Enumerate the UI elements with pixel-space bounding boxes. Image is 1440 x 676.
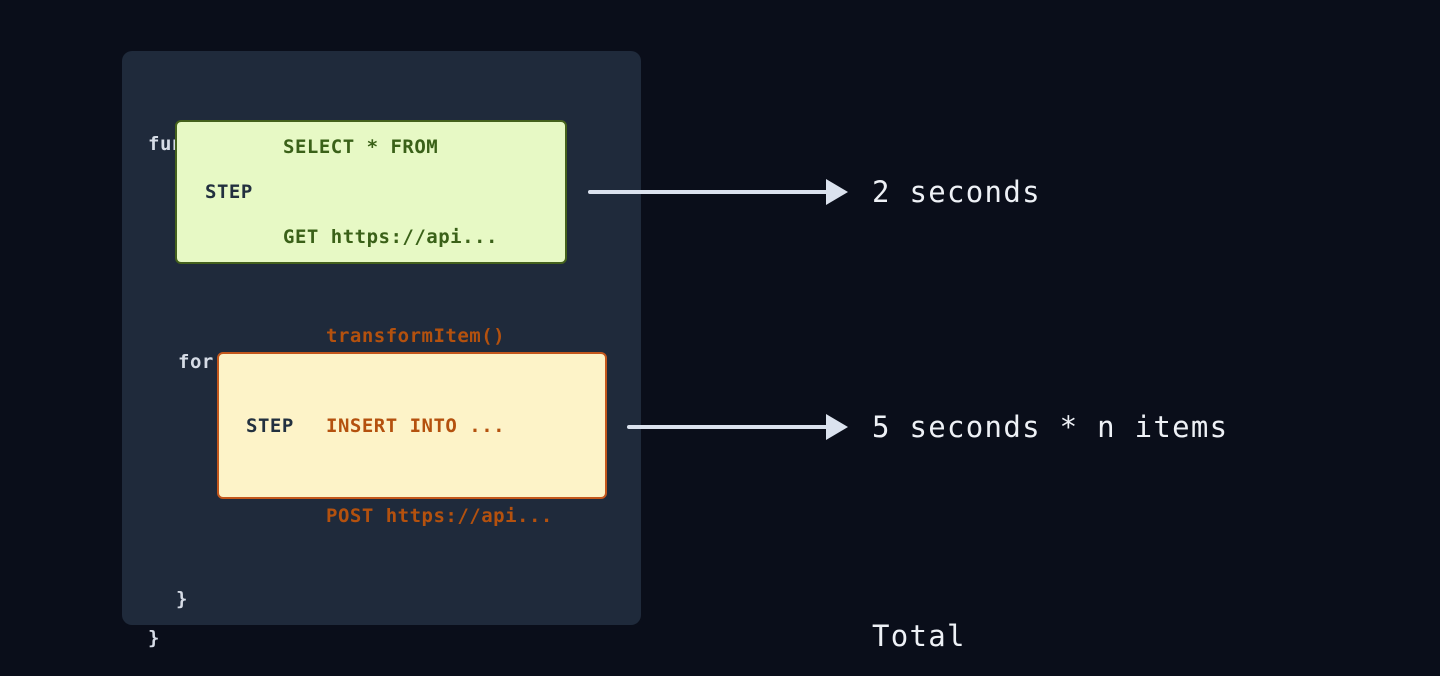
step-code-line: SELECT * FROM xyxy=(283,136,439,158)
step-code-line: INSERT INTO ... xyxy=(326,414,506,437)
step-label: STEP xyxy=(205,181,253,203)
timing-annotation-extract: 2 seconds xyxy=(872,175,1041,209)
arrow-head-icon xyxy=(826,179,848,205)
code-panel: function () { STEP SELECT * FROM GET htt… xyxy=(122,51,641,649)
code-function-close: } xyxy=(148,627,160,649)
step-box-transform-load: STEP transformItem() INSERT INTO ... POS… xyxy=(217,325,607,527)
step-code-line: GET https://api... xyxy=(283,226,498,248)
step-code-line: POST https://api... xyxy=(326,504,553,527)
step-label: STEP xyxy=(246,414,294,437)
step-code-line: transformItem() xyxy=(326,324,506,347)
arrow-shaft xyxy=(627,425,828,429)
arrow-shaft xyxy=(588,190,828,194)
step-code-lines: transformItem() INSERT INTO ... POST htt… xyxy=(326,261,553,591)
step-code-lines: SELECT * FROM GET https://api... xyxy=(283,72,498,312)
arrow-head-icon xyxy=(826,414,848,440)
timing-annotation-loop: 5 seconds * n items xyxy=(872,410,1229,444)
total-summary: Total 100 items = 502 seconds xyxy=(872,534,1303,676)
total-title: Total xyxy=(872,619,966,653)
code-for-close: } xyxy=(176,588,188,610)
step-box-extract: STEP SELECT * FROM GET https://api... xyxy=(175,120,567,264)
